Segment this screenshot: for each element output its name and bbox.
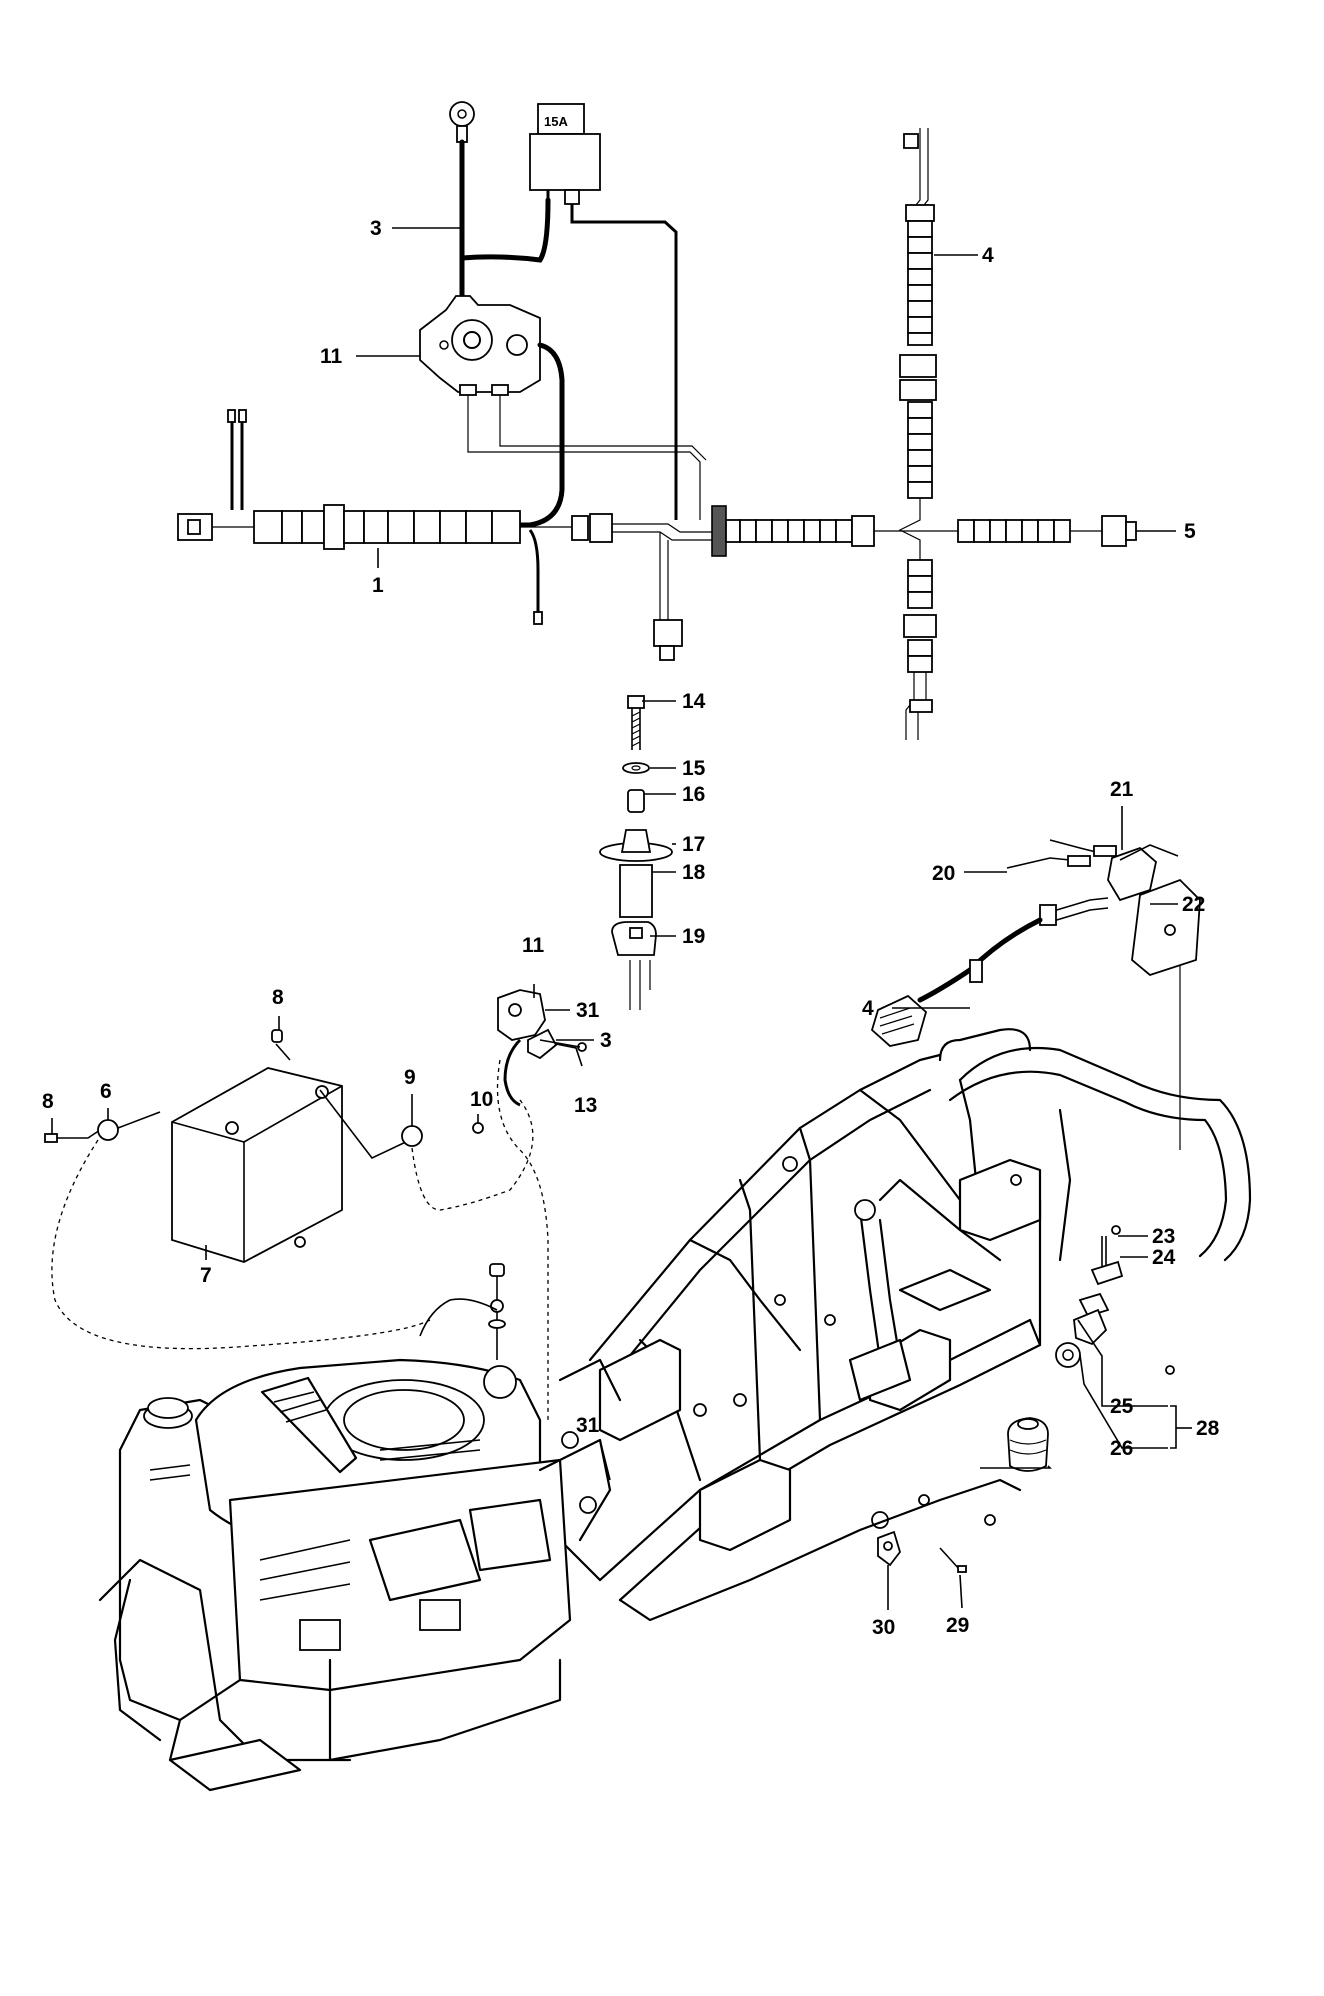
connector-right [1101, 515, 1127, 547]
callout-20: 20 [932, 862, 955, 885]
callout-14: 14 [682, 690, 706, 713]
callout-5: 5 [1184, 520, 1196, 543]
callout-4-lower: 4 [862, 997, 874, 1020]
callout-8-top: 8 [272, 986, 284, 1009]
callout-29: 29 [946, 1614, 969, 1637]
callout-28: 28 [1196, 1417, 1220, 1440]
callout-10: 10 [470, 1088, 493, 1111]
solenoid-assembly [496, 989, 587, 1420]
callout-11: 11 [320, 345, 343, 368]
callout-11-lower: 11 [522, 934, 545, 957]
callout-16: 16 [682, 783, 705, 806]
mount-hardware [1007, 1236, 1124, 1472]
callout-8-left: 8 [42, 1090, 54, 1113]
callout-24: 24 [1152, 1246, 1176, 1269]
wiring-harness: 15A [177, 101, 1137, 740]
safety-switch [1006, 839, 1201, 1150]
callout-31-lower: 31 [576, 1414, 600, 1437]
engine-bolt [579, 1496, 597, 1514]
ground-strap [419, 1263, 506, 1360]
bolt-and-clip [877, 1530, 967, 1573]
callout-13: 13 [574, 1094, 597, 1117]
callout-18: 18 [682, 861, 706, 884]
leader-lines [51, 227, 1192, 1610]
engine [98, 1358, 622, 1792]
callout-6: 6 [100, 1080, 112, 1103]
callout-30: 30 [872, 1616, 895, 1639]
callout-7: 7 [200, 1264, 212, 1287]
callout-21: 21 [1110, 778, 1134, 801]
callout-9: 9 [404, 1066, 416, 1089]
battery-cables [44, 1029, 534, 1350]
callout-19: 19 [682, 925, 705, 948]
callout-25: 25 [1110, 1395, 1134, 1418]
callout-4: 4 [982, 244, 994, 267]
callout-22: 22 [1182, 893, 1205, 916]
callout-31: 31 [576, 999, 600, 1022]
tractor-frame [528, 1028, 1252, 1622]
callout-3-lower: 3 [600, 1029, 612, 1052]
callout-labels: 3 11 4 1 5 14 15 16 17 18 19 11 31 3 13 … [42, 217, 1220, 1639]
mounting-stack [599, 695, 673, 1010]
callout-15: 15 [682, 757, 706, 780]
callout-17: 17 [682, 833, 705, 856]
harness-main-loom [253, 504, 521, 550]
callout-23: 23 [1152, 1225, 1175, 1248]
fuse-rating: 15A [544, 114, 568, 129]
connector-left [177, 513, 213, 541]
battery [171, 1067, 343, 1263]
callout-1: 1 [372, 574, 384, 597]
callout-26: 26 [1110, 1437, 1133, 1460]
switch-harness [870, 897, 1109, 1047]
harness-vertical-loom [898, 128, 937, 740]
callout-3: 3 [370, 217, 382, 240]
